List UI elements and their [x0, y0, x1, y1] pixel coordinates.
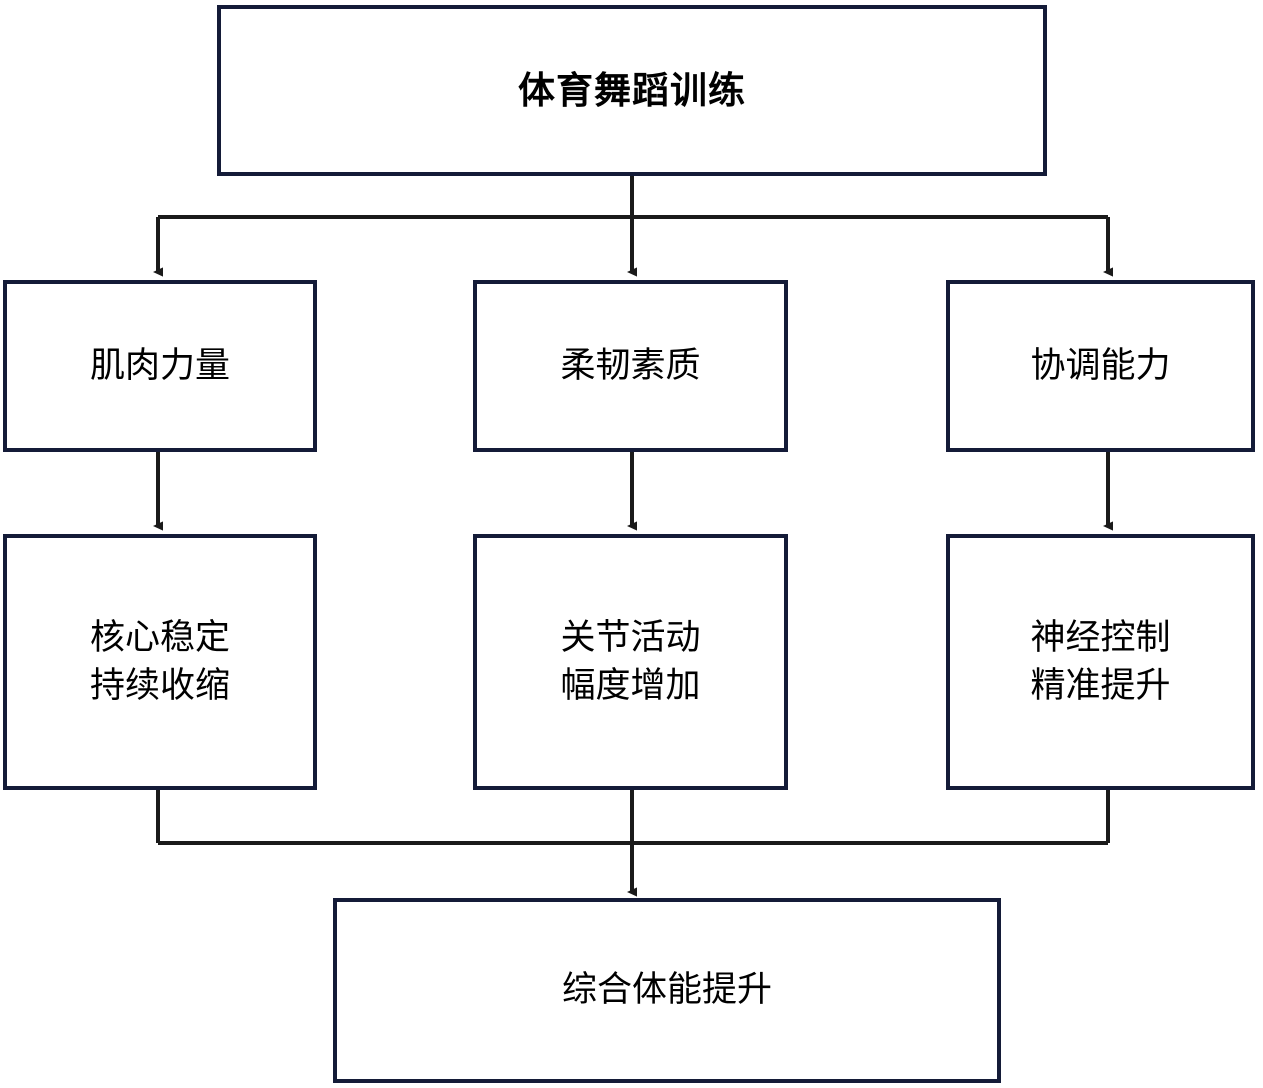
node-label-joint-range-of-motion: 关节活动 幅度增加: [560, 617, 701, 705]
node-core-stability[interactable]: 核心稳定 持续收缩: [3, 534, 317, 790]
node-coordination-ability[interactable]: 协调能力: [946, 280, 1255, 452]
connector-title-to-branch-bus: [158, 176, 1108, 219]
node-muscle-strength[interactable]: 肌肉力量: [3, 280, 317, 452]
node-comprehensive-fitness-improvement[interactable]: 综合体能提升: [333, 898, 1001, 1083]
node-flexibility-quality[interactable]: 柔韧素质: [473, 280, 788, 452]
node-label-comprehensive-fitness-improvement: 综合体能提升: [561, 970, 772, 1010]
connector-merge-bus-to-bottom: [156, 790, 1110, 897]
node-label-neural-control: 神经控制 精准提升: [1030, 617, 1171, 705]
node-label-flexibility-quality: 柔韧素质: [560, 345, 701, 385]
node-label-sports-dance-training: 体育舞蹈训练: [518, 69, 746, 111]
node-label-core-stability: 核心稳定 持续收缩: [89, 617, 230, 705]
node-label-muscle-strength: 肌肉力量: [89, 345, 230, 385]
node-label-coordination-ability: 协调能力: [1030, 345, 1171, 385]
node-sports-dance-training[interactable]: 体育舞蹈训练: [217, 5, 1047, 176]
node-neural-control[interactable]: 神经控制 精准提升: [946, 534, 1255, 790]
node-joint-range-of-motion[interactable]: 关节活动 幅度增加: [473, 534, 788, 790]
